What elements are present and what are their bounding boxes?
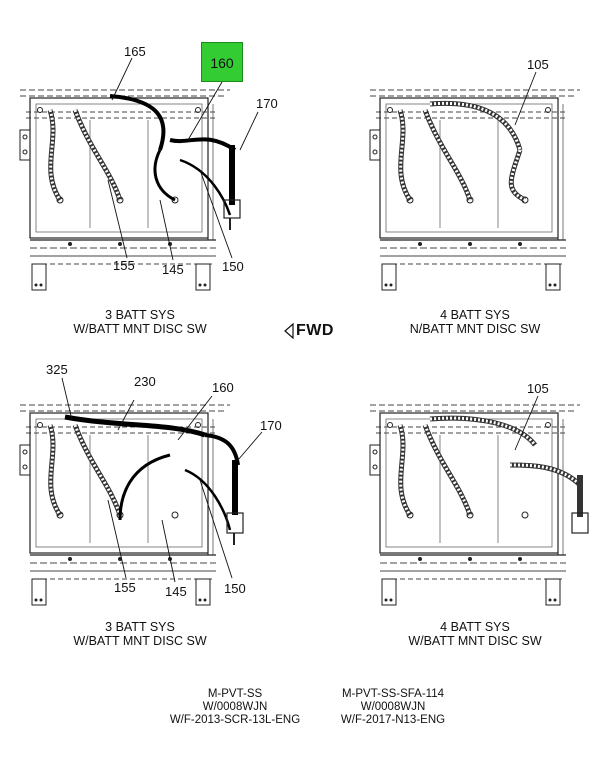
callout-155: 155 [114, 580, 136, 595]
footer-code: W/0008WJN [202, 701, 268, 713]
caption-line: W/BATT MNT DISC SW [73, 322, 207, 336]
callout-165: 165 [124, 44, 146, 59]
panel-bottom-right [369, 404, 589, 606]
footer-right-codes: M-PVT-SS-SFA-114 W/0008WJN W/F-2017-N13-… [318, 688, 468, 727]
caption-line: W/BATT MNT DISC SW [408, 634, 542, 648]
callout-155: 155 [113, 258, 135, 273]
callout-160: 160 [210, 55, 234, 71]
caption-bottom-right: 4 BATT SYS W/BATT MNT DISC SW [375, 620, 575, 648]
caption-line: 3 BATT SYS [105, 308, 175, 322]
caption-bottom-left: 3 BATT SYS W/BATT MNT DISC SW [40, 620, 240, 648]
callout-145: 145 [165, 584, 187, 599]
forward-direction-indicator: FWD [284, 322, 334, 340]
callout-325: 325 [46, 362, 68, 377]
callout-160: 160 [212, 380, 234, 395]
callout-150: 150 [222, 259, 244, 274]
caption-top-right: 4 BATT SYS N/BATT MNT DISC SW [375, 308, 575, 336]
caption-line: 4 BATT SYS [440, 620, 510, 634]
fwd-label: FWD [296, 322, 334, 339]
panel-bottom-left [19, 404, 244, 606]
panel-top-left [19, 89, 241, 291]
callout-150: 150 [224, 581, 246, 596]
footer-code: W/0008WJN [360, 701, 426, 713]
arrow-left-icon [284, 323, 294, 339]
callout-105: 105 [527, 381, 549, 396]
caption-top-left: 3 BATT SYS W/BATT MNT DISC SW [40, 308, 240, 336]
callout-170: 170 [260, 418, 282, 433]
caption-line: N/BATT MNT DISC SW [409, 322, 541, 336]
callout-145: 145 [162, 262, 184, 277]
callout-160-highlighted: 160 [201, 42, 243, 82]
caption-line: 3 BATT SYS [105, 620, 175, 634]
caption-line: W/BATT MNT DISC SW [73, 634, 207, 648]
callout-170: 170 [256, 96, 278, 111]
callout-105: 105 [527, 57, 549, 72]
footer-code: M-PVT-SS-SFA-114 [341, 688, 445, 700]
panel-top-right [369, 89, 581, 291]
footer-code: M-PVT-SS [207, 688, 263, 700]
callout-230: 230 [134, 374, 156, 389]
footer-left-codes: M-PVT-SS W/0008WJN W/F-2013-SCR-13L-ENG [150, 688, 320, 727]
footer-code: W/F-2013-SCR-13L-ENG [169, 714, 301, 726]
footer-code: W/F-2017-N13-ENG [340, 714, 446, 726]
caption-line: 4 BATT SYS [440, 308, 510, 322]
